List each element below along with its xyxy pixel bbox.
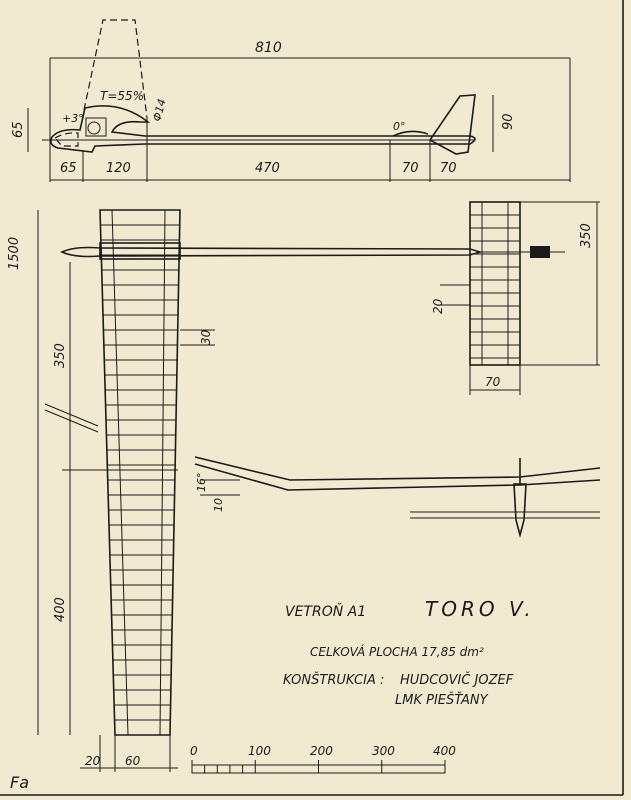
front-view: 16° 10: [194, 456, 601, 539]
towline-pylon: [83, 19, 148, 119]
dim-stab-span: 350: [579, 223, 594, 248]
scale-tick-300: 300: [372, 744, 395, 758]
leading-edge-spar: [111, 209, 129, 736]
scale-bar: 0 100 200 300 400: [190, 744, 456, 774]
wing-front-upper: [194, 456, 601, 481]
scale-tick-100: 100: [248, 744, 271, 758]
side-view: 810 +3° T=55% Φ14 0° 65 90 65 120 470 70…: [11, 19, 571, 182]
dim-segment-boom: 470: [255, 161, 280, 176]
dim-segment-nose: 65: [60, 161, 77, 176]
dim-stab-offset: 20: [431, 298, 445, 314]
timer-box: [85, 117, 107, 137]
fin-top: [530, 246, 550, 258]
stabilizer-ribs: [470, 202, 520, 365]
dim-segment-pod: 120: [106, 161, 131, 176]
designer-label: KONŠTRUKCIA :: [283, 672, 384, 688]
main-spar: [159, 209, 166, 736]
fuselage-side: [50, 105, 476, 153]
model-name: TORO V.: [425, 597, 535, 621]
dim-span: 1500: [7, 237, 22, 270]
dim-tip-offset: 20: [85, 754, 101, 768]
stab-incidence-label: 0°: [393, 120, 406, 133]
scale-tick-200: 200: [310, 744, 333, 758]
wing-front-lower: [194, 463, 601, 491]
stabilizer-top: [469, 201, 521, 366]
dim-segment-tail: 70: [440, 161, 457, 176]
designer-name: HUDCOVIČ JOZEF: [400, 672, 514, 688]
title-block: VETROŇ A1 TORO V. CELKOVÁ PLOCHA 17,85 d…: [283, 597, 535, 708]
club-name: LMK PIEŠŤANY: [395, 692, 489, 708]
wing-center-section: [99, 242, 181, 260]
scale-tick-400: 400: [433, 744, 456, 758]
dim-outer-panel: 400: [53, 597, 68, 622]
tube-diameter-label: Φ14: [150, 98, 168, 123]
model-type: VETROŇ A1: [285, 602, 366, 620]
dim-stab-chord: 70: [485, 375, 501, 389]
stabilizer-side: [392, 130, 429, 137]
dim-nose-height: 65: [11, 121, 26, 138]
scale-tick-0: 0: [190, 744, 198, 758]
dihedral-height-label: 10: [212, 498, 225, 512]
fuselage-top: [60, 246, 483, 258]
top-view: 1500 350 400 30 20 60 350 20 70: [7, 201, 600, 772]
dim-segment-stab: 70: [402, 161, 419, 176]
dim-fin-height: 90: [501, 113, 516, 130]
fin-side: [428, 94, 476, 155]
wing-incidence-label: +3°: [62, 112, 84, 125]
wing-ribs: [100, 224, 180, 721]
dim-tip-chord: 60: [125, 754, 141, 768]
tow-position-label: T=55%: [100, 89, 144, 103]
artist-signature: Fa: [10, 773, 29, 792]
dim-rib-spacing: 30: [199, 329, 213, 345]
dim-overall-length: 810: [255, 40, 282, 56]
wing-half-top: [99, 209, 181, 736]
dim-inner-panel: 350: [53, 343, 68, 368]
wing-section: [44, 409, 99, 433]
fuselage-front: [513, 483, 527, 539]
wing-area: CELKOVÁ PLOCHA 17,85 dm²: [310, 644, 484, 659]
dihedral-angle-label: 16°: [195, 473, 208, 493]
